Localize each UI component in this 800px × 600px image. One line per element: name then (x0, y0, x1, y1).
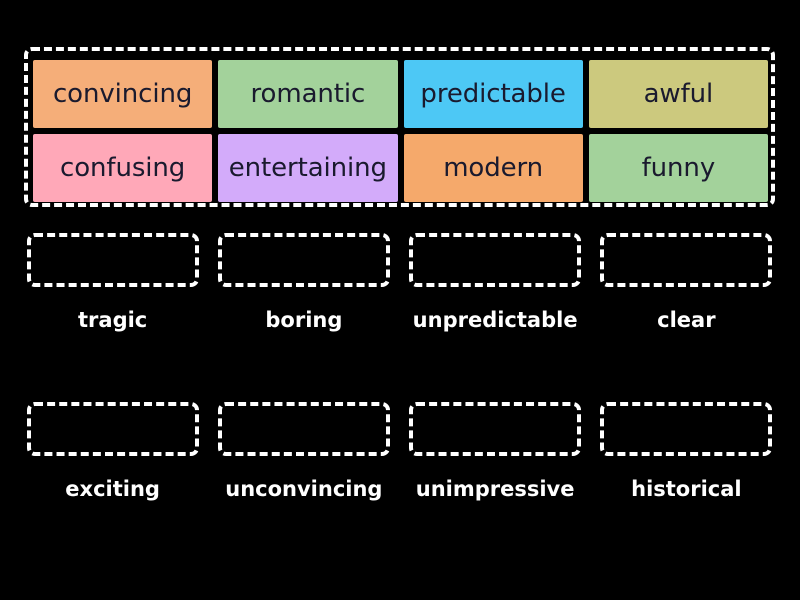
word-tile-label: funny (641, 153, 716, 183)
drop-zone[interactable] (600, 402, 773, 456)
drop-zone[interactable] (217, 402, 390, 456)
drop-zone[interactable] (600, 233, 773, 287)
drop-cell: unimpressive (407, 402, 584, 500)
word-tile-label: modern (443, 153, 544, 183)
word-tile-label: romantic (250, 79, 366, 109)
drop-zone[interactable] (26, 233, 199, 287)
word-tile[interactable]: convincing (33, 60, 213, 128)
drop-zone[interactable] (409, 233, 582, 287)
word-tile[interactable]: predictable (403, 60, 583, 128)
drop-cell: tragic (24, 233, 201, 331)
word-tile[interactable]: modern (403, 134, 583, 202)
word-bank-container: convincing romantic predictable awful co… (24, 47, 775, 207)
word-tile-grid: convincing romantic predictable awful co… (33, 60, 768, 202)
drop-zone-label: tragic (78, 308, 148, 332)
drop-target-row: exciting unconvincing unimpressive histo… (24, 402, 775, 500)
drop-zone[interactable] (26, 402, 199, 456)
drop-zone-label: historical (631, 477, 742, 501)
drop-zone-label: clear (657, 308, 716, 332)
drop-cell: boring (215, 233, 392, 331)
word-tile-label: convincing (52, 79, 193, 109)
drop-zone-label: unpredictable (412, 308, 578, 332)
word-tile[interactable]: romantic (218, 60, 398, 128)
drop-cell: clear (598, 233, 775, 331)
word-tile[interactable]: entertaining (218, 134, 398, 202)
word-tile-label: awful (643, 79, 714, 109)
drop-cell: unpredictable (407, 233, 584, 331)
word-tile[interactable]: awful (588, 60, 768, 128)
drop-cell: unconvincing (215, 402, 392, 500)
drop-zone[interactable] (409, 402, 582, 456)
word-tile-label: confusing (60, 153, 186, 183)
word-tile-label: predictable (420, 79, 566, 109)
drop-zone-label: unimpressive (415, 477, 575, 501)
drop-cell: historical (598, 402, 775, 500)
drop-cell: exciting (24, 402, 201, 500)
drop-zone[interactable] (217, 233, 390, 287)
word-tile-label: entertaining (228, 153, 387, 183)
word-tile[interactable]: funny (588, 134, 768, 202)
drop-zone-label: exciting (65, 477, 160, 501)
drop-zone-label: boring (265, 308, 343, 332)
drop-zone-label: unconvincing (225, 477, 383, 501)
word-tile[interactable]: confusing (33, 134, 213, 202)
drop-target-row: tragic boring unpredictable clear (24, 233, 775, 331)
